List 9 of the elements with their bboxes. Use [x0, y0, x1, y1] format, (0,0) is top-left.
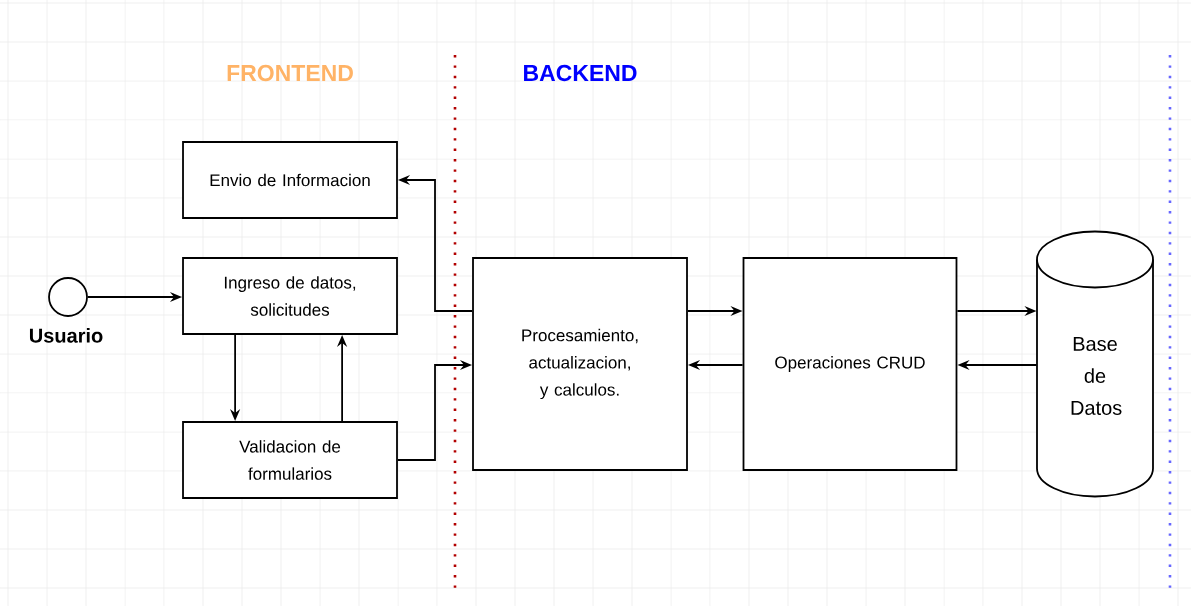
process-box: Operaciones CRUD	[742, 257, 958, 471]
process-box: Ingreso de datos, solicitudes	[182, 257, 398, 335]
process-box: Procesamiento, actualizacion, y calculos.	[472, 257, 688, 471]
section-heading: BACKEND	[524, 64, 637, 82]
section-heading: FRONTEND	[227, 64, 353, 82]
database-cylinder: Base de Datos	[1036, 230, 1154, 498]
process-box: Validacion de formularios	[182, 421, 398, 499]
process-box: Envio de Informacion	[182, 141, 398, 219]
actor-label: Usuario	[29, 328, 103, 343]
